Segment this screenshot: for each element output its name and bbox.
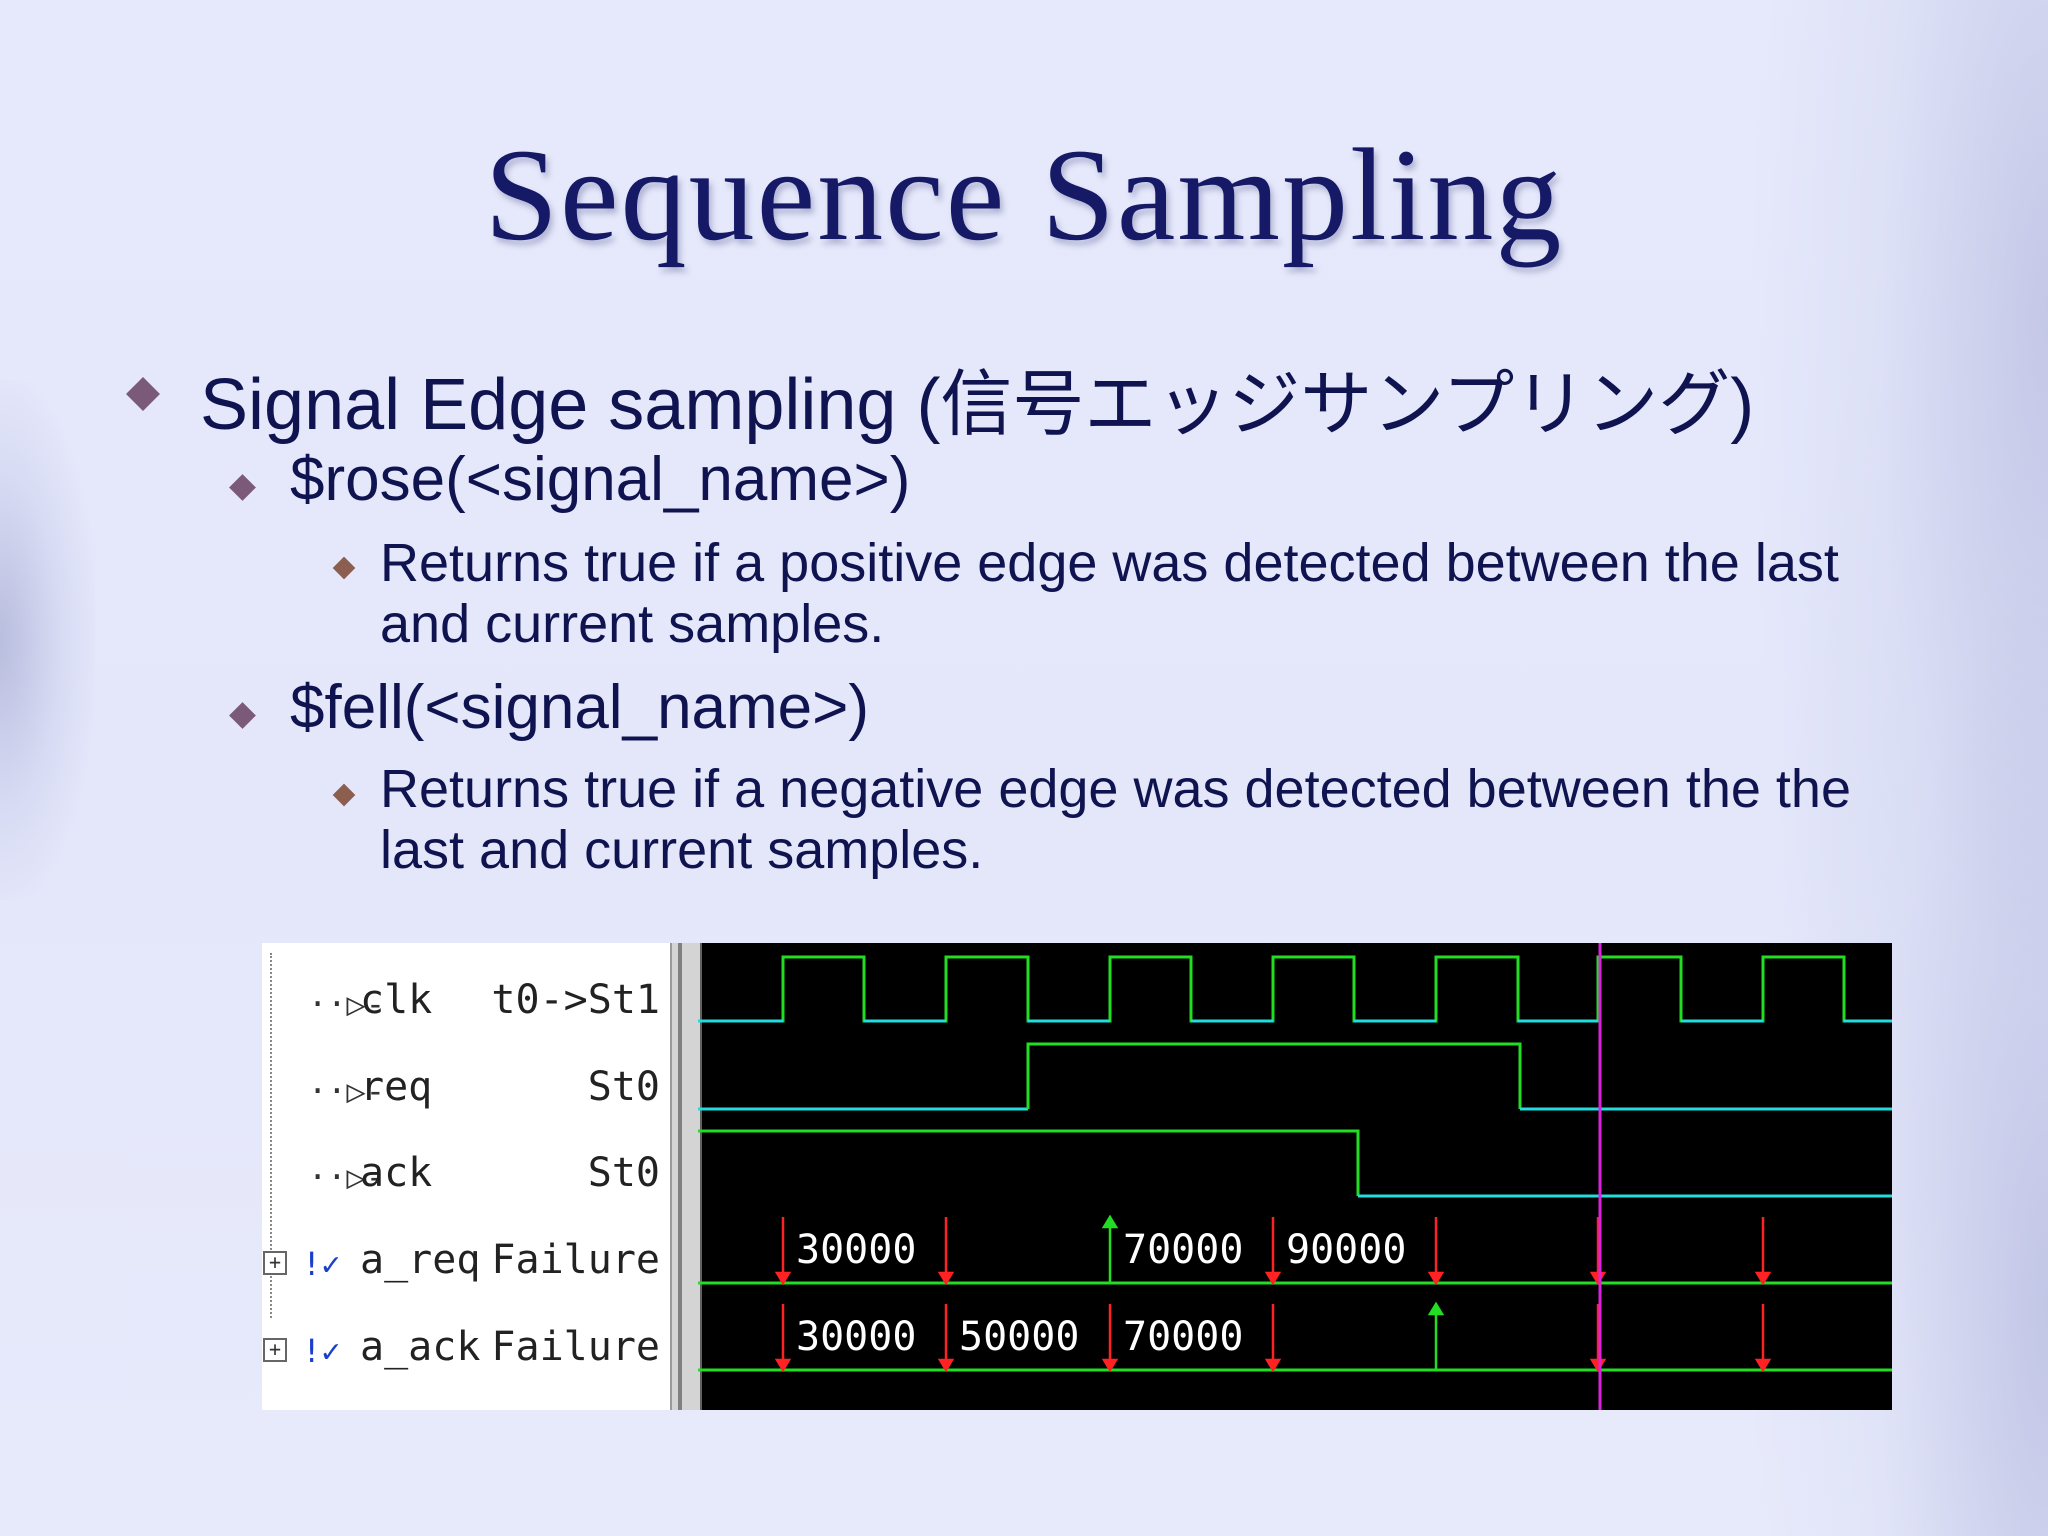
background-texture-left <box>0 380 95 900</box>
signal-row-req[interactable]: ··▷- req St0 <box>262 1058 670 1118</box>
a-req-label: 90000 <box>1286 1227 1406 1273</box>
a-req-pass-arrow <box>1101 1214 1119 1283</box>
signal-row-a-req[interactable]: + !✓ a_req Failure <box>262 1231 670 1291</box>
expand-icon[interactable]: + <box>263 1251 287 1275</box>
a-ack-fail-arrows <box>774 1304 1772 1373</box>
ack-high <box>698 1129 1360 1196</box>
req-high <box>1026 1042 1522 1109</box>
signal-port-icon: ··▷- <box>308 1072 386 1110</box>
signal-value: St0 <box>587 1064 660 1110</box>
signal-row-ack[interactable]: ··▷- ack St0 <box>262 1144 670 1204</box>
bullet-diamond-icon <box>229 474 256 501</box>
waveform-viewer: ··▷- clk t0->St1 ··▷- req St0 ··▷- ack S… <box>262 943 1892 1410</box>
clk-wave <box>698 955 1892 1023</box>
signal-name: clk <box>360 977 433 1023</box>
bullet-fell-function: $fell(<signal_name>) <box>290 673 870 742</box>
panel-splitter[interactable] <box>670 943 702 1410</box>
rose-description: Returns true if a positive edge was dete… <box>380 533 1839 654</box>
bullet-diamond-icon <box>332 783 356 807</box>
a-req-label: 30000 <box>796 1227 916 1273</box>
signal-name-panel: ··▷- clk t0->St1 ··▷- req St0 ··▷- ack S… <box>262 943 670 1410</box>
a-ack-pass-arrow <box>1427 1301 1445 1370</box>
waveform-canvas: 30000 70000 90000 30000 50000 70000 <box>698 943 1892 1410</box>
signal-value: Failure <box>491 1237 660 1283</box>
signal-value: St0 <box>587 1150 660 1196</box>
a-req-label: 70000 <box>1123 1227 1243 1273</box>
a-ack-label: 70000 <box>1123 1314 1243 1360</box>
signal-name: a_ack <box>360 1324 481 1370</box>
bullet-diamond-icon <box>332 556 356 580</box>
assertion-icon: !✓ <box>302 1332 341 1370</box>
signal-name: req <box>360 1064 433 1110</box>
slide-title: Sequence Sampling <box>484 121 1564 268</box>
signal-value: t0->St1 <box>491 977 660 1023</box>
a-ack-label: 30000 <box>796 1314 916 1360</box>
fell-description: Returns true if a negative edge was dete… <box>380 759 1851 880</box>
signal-port-icon: ··▷- <box>308 985 386 1023</box>
bullet-diamond-icon <box>126 377 160 411</box>
signal-port-icon: ··▷- <box>308 1158 386 1196</box>
tree-line <box>270 953 272 1318</box>
signal-name: ack <box>360 1150 433 1196</box>
expand-icon[interactable]: + <box>263 1338 287 1362</box>
signal-row-clk[interactable]: ··▷- clk t0->St1 <box>262 971 670 1031</box>
bullet-signal-edge-sampling: Signal Edge sampling (信号エッジサンプリング) <box>200 365 1755 445</box>
assertion-icon: !✓ <box>302 1245 341 1283</box>
signal-row-a-ack[interactable]: + !✓ a_ack Failure <box>262 1318 670 1378</box>
a-ack-label: 50000 <box>959 1314 1079 1360</box>
bullet-diamond-icon <box>229 702 256 729</box>
bullet-rose-function: $rose(<signal_name>) <box>290 445 911 514</box>
signal-name: a_req <box>360 1237 481 1283</box>
a-req-fail-arrows <box>774 1217 1772 1286</box>
signal-value: Failure <box>491 1324 660 1370</box>
